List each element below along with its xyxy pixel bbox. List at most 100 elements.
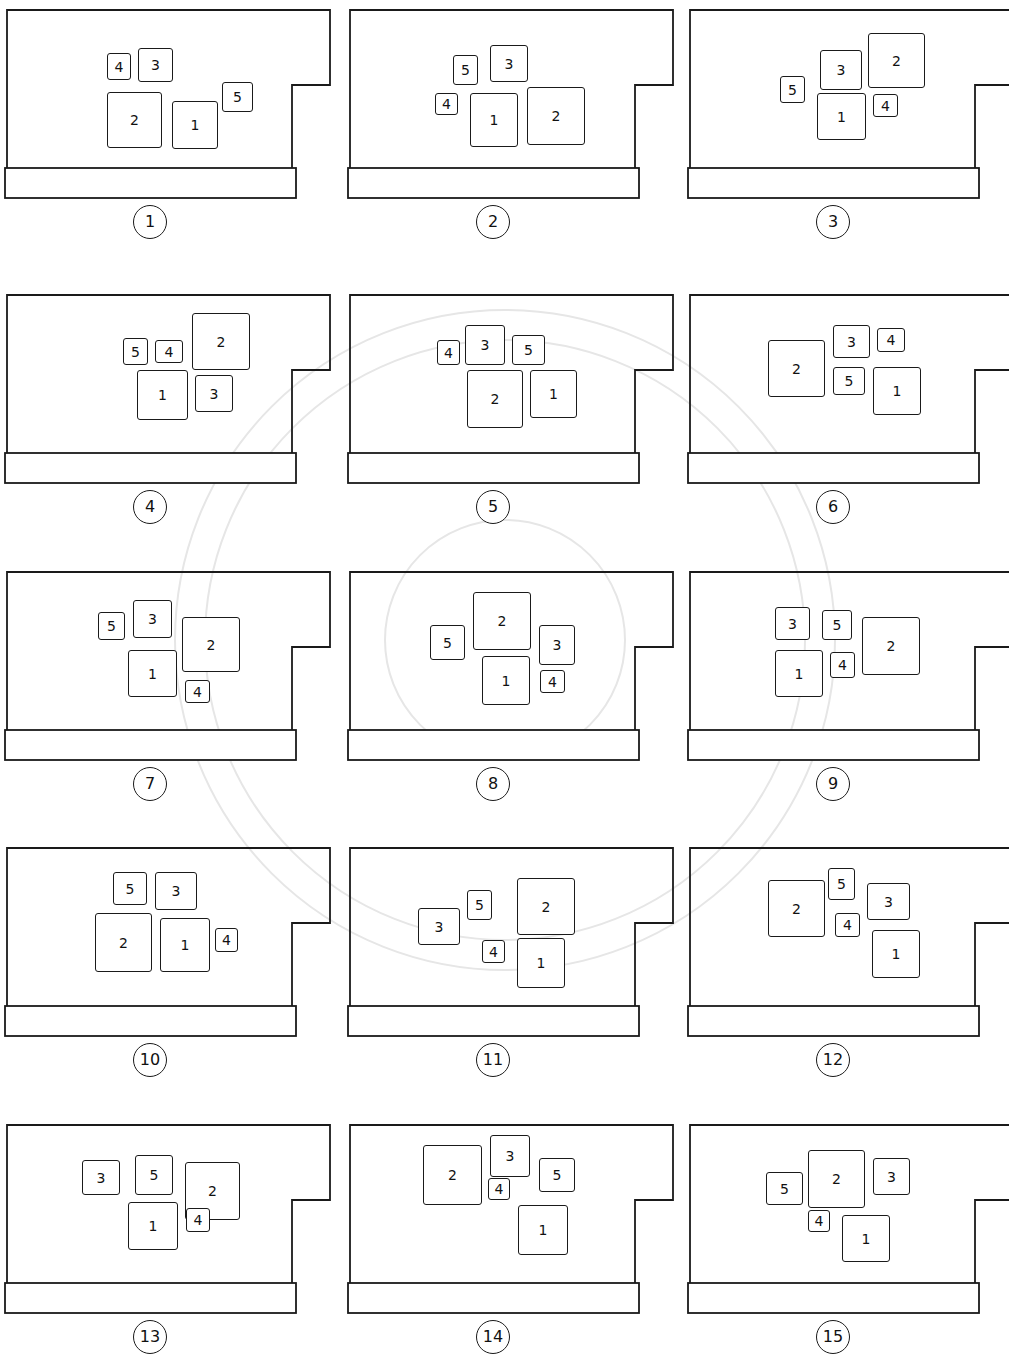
room-box: 5 xyxy=(828,868,855,900)
base-slab xyxy=(348,168,639,198)
room-box: 3 xyxy=(133,600,172,638)
room-box: 2 xyxy=(768,340,825,397)
room-number: 1 xyxy=(837,110,846,124)
plan-number-circle: 8 xyxy=(476,767,510,801)
base-slab xyxy=(5,1006,296,1036)
room-box: 4 xyxy=(835,913,860,937)
room-box: 2 xyxy=(192,313,250,370)
room-box: 1 xyxy=(470,93,518,147)
base-slab xyxy=(348,1006,639,1036)
room-number: 2 xyxy=(491,392,500,406)
room-number: 4 xyxy=(843,918,852,932)
room-number: 1 xyxy=(158,388,167,402)
room-number: 6 xyxy=(828,499,838,515)
room-number: 5 xyxy=(126,882,135,896)
room-box: 3 xyxy=(873,1158,910,1195)
building-outline xyxy=(350,572,673,730)
room-number: 2 xyxy=(498,614,507,628)
room-number: 1 xyxy=(191,118,200,132)
room-number: 3 xyxy=(506,1149,515,1163)
room-number: 5 xyxy=(131,345,140,359)
plan-number-circle: 10 xyxy=(133,1043,167,1077)
room-box: 2 xyxy=(473,592,531,650)
room-number: 13 xyxy=(140,1329,160,1345)
room-box: 4 xyxy=(107,53,131,80)
room-number: 4 xyxy=(495,1182,504,1196)
room-number: 5 xyxy=(475,898,484,912)
room-number: 4 xyxy=(193,685,202,699)
building-outline xyxy=(7,10,330,168)
room-box: 5 xyxy=(123,338,148,365)
room-box: 4 xyxy=(830,652,855,678)
room-number: 1 xyxy=(893,384,902,398)
room-number: 4 xyxy=(881,99,890,113)
room-box: 5 xyxy=(113,872,147,905)
room-number: 3 xyxy=(887,1170,896,1184)
room-number: 5 xyxy=(107,619,116,633)
room-number: 5 xyxy=(845,374,854,388)
room-number: 5 xyxy=(553,1168,562,1182)
room-number: 4 xyxy=(222,933,231,947)
room-box: 5 xyxy=(833,367,865,395)
room-number: 4 xyxy=(815,1214,824,1228)
room-number: 2 xyxy=(542,900,551,914)
room-box: 5 xyxy=(780,76,805,103)
room-number: 5 xyxy=(524,343,533,357)
room-box: 1 xyxy=(172,101,218,149)
room-box: 3 xyxy=(155,872,197,910)
room-number: 2 xyxy=(130,113,139,127)
room-box: 3 xyxy=(138,48,173,82)
room-number: 5 xyxy=(837,877,846,891)
room-number: 2 xyxy=(792,362,801,376)
base-slab xyxy=(688,730,979,760)
building-outline xyxy=(350,10,673,168)
room-box: 5 xyxy=(467,890,492,920)
plan-number-circle: 11 xyxy=(476,1043,510,1077)
room-number: 2 xyxy=(119,936,128,950)
room-box: 2 xyxy=(808,1150,865,1208)
room-box: 1 xyxy=(775,650,823,697)
room-number: 1 xyxy=(148,667,157,681)
room-box: 2 xyxy=(768,880,825,937)
room-number: 3 xyxy=(828,214,838,230)
room-number: 5 xyxy=(780,1182,789,1196)
room-number: 3 xyxy=(97,1171,106,1185)
room-number: 15 xyxy=(823,1329,843,1345)
base-slab xyxy=(5,730,296,760)
room-number: 1 xyxy=(892,947,901,961)
room-box: 4 xyxy=(185,680,210,703)
room-box: 5 xyxy=(512,335,545,365)
room-box: 1 xyxy=(482,656,530,705)
room-box: 4 xyxy=(808,1210,830,1232)
room-number: 3 xyxy=(151,58,160,72)
room-number: 3 xyxy=(481,338,490,352)
room-box: 3 xyxy=(490,45,528,82)
room-box: 1 xyxy=(517,938,565,988)
room-number: 5 xyxy=(233,90,242,104)
base-slab xyxy=(688,168,979,198)
room-box: 3 xyxy=(82,1160,120,1195)
base-slab xyxy=(5,1283,296,1313)
room-number: 2 xyxy=(207,638,216,652)
room-box: 4 xyxy=(186,1208,210,1232)
plan-number-circle: 13 xyxy=(133,1320,167,1354)
room-number: 4 xyxy=(444,346,453,360)
room-number: 3 xyxy=(435,920,444,934)
room-box: 4 xyxy=(540,670,565,693)
room-box: 3 xyxy=(539,625,575,665)
watermark-seal xyxy=(175,310,835,970)
room-number: 4 xyxy=(838,658,847,672)
room-box: 1 xyxy=(842,1215,890,1262)
room-box: 1 xyxy=(137,370,188,420)
room-number: 1 xyxy=(539,1223,548,1237)
room-box: 3 xyxy=(418,908,460,945)
base-slab xyxy=(688,453,979,483)
room-number: 14 xyxy=(483,1329,503,1345)
room-box: 1 xyxy=(128,1202,178,1250)
building-outline xyxy=(350,295,673,453)
room-number: 3 xyxy=(788,617,797,631)
room-box: 4 xyxy=(873,94,898,117)
room-number: 1 xyxy=(549,387,558,401)
plan-number-circle: 9 xyxy=(816,767,850,801)
room-box: 1 xyxy=(518,1205,568,1255)
